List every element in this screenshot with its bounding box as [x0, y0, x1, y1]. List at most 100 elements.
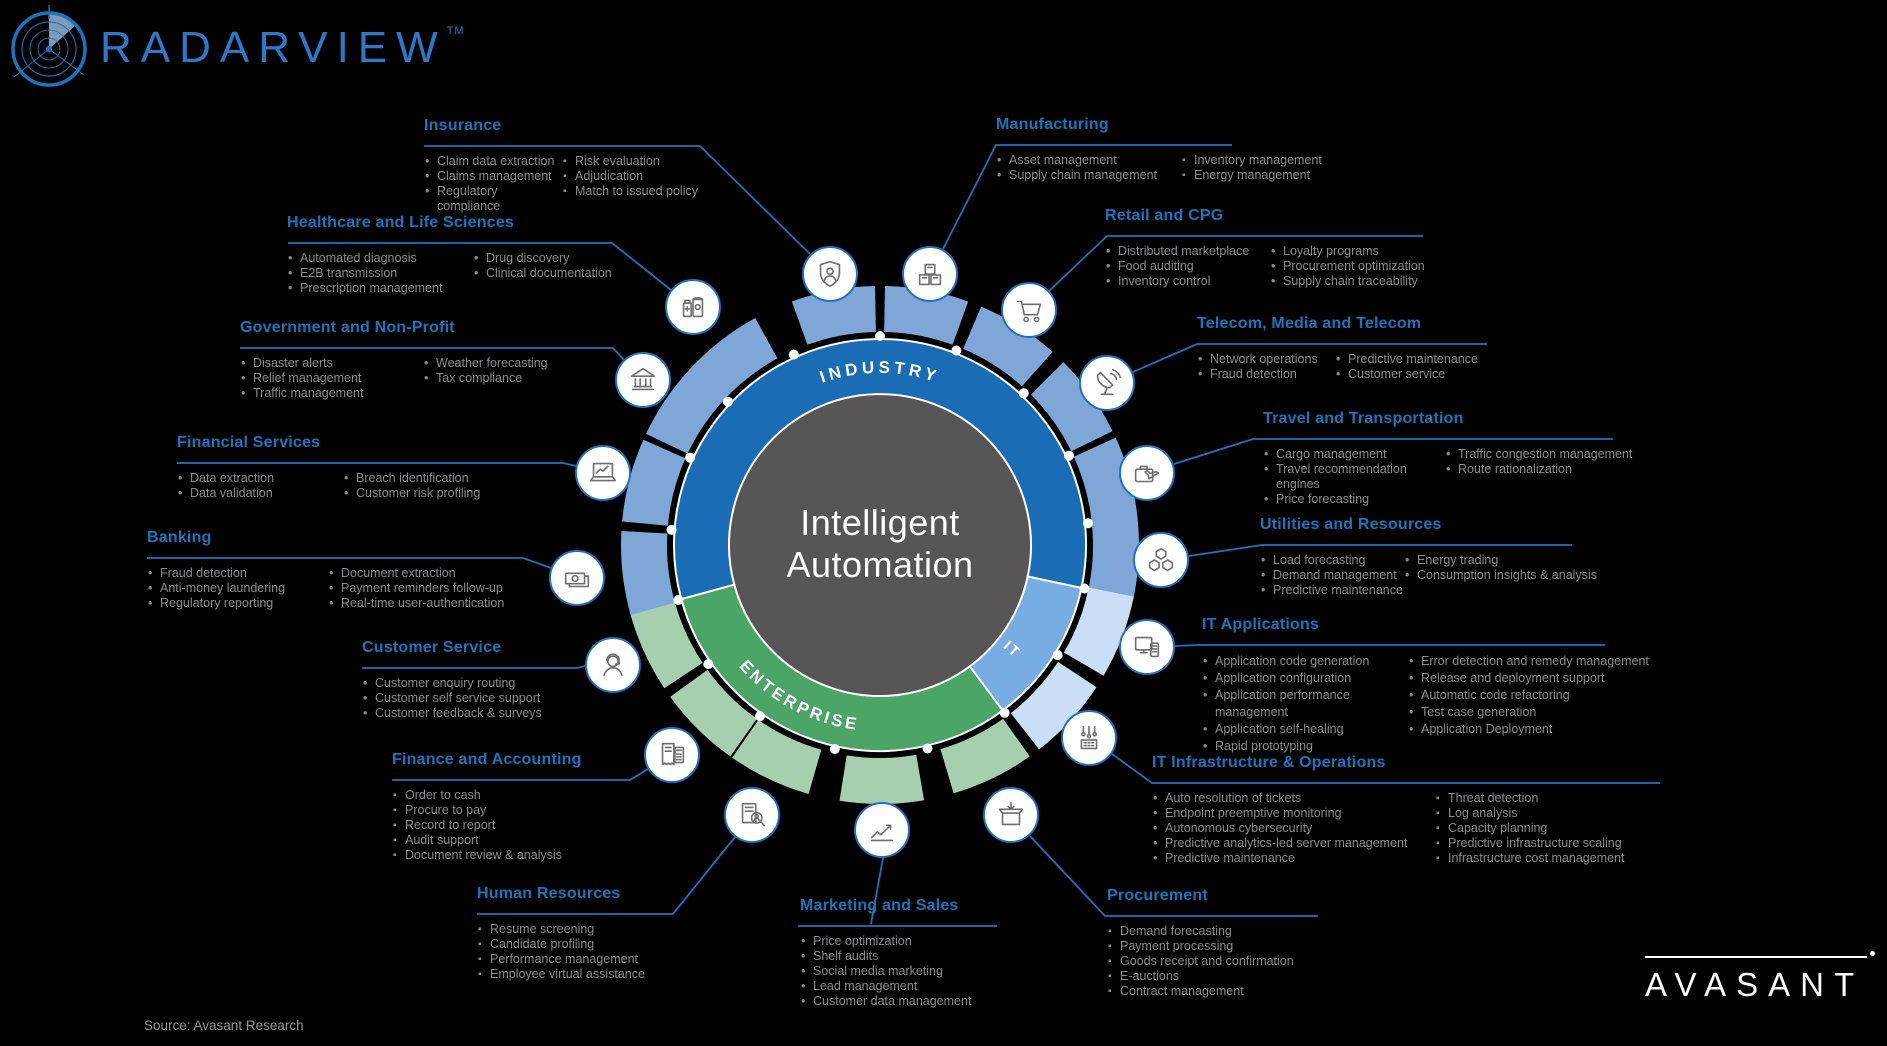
use-case-item: Customer feedback & surveys — [362, 706, 582, 721]
government-icon — [615, 352, 671, 408]
line-chart-icon — [870, 824, 894, 842]
section-title: Marketing and Sales — [800, 897, 959, 914]
use-case-item: Loyalty programs — [1270, 244, 1450, 259]
segment-divider-dot — [875, 331, 885, 341]
cubes-icon — [1148, 547, 1174, 572]
avasant-logo: AVASANT — [1645, 951, 1875, 1004]
section-marketing-sales: Marketing and Sales Price optimizationSh… — [800, 896, 1030, 1009]
use-case-list: Load forecastingDemand managementPredict… — [1260, 553, 1404, 598]
radarview-logo: RADARVIEWTM — [6, 5, 465, 91]
travel-icon — [1119, 445, 1175, 501]
avasant-logo-dot — [1870, 951, 1875, 956]
wheel-rings — [621, 286, 1139, 804]
use-case-list: Resume screeningCandidate profilingPerfo… — [477, 922, 707, 982]
satellite-dish-icon — [1096, 368, 1122, 396]
use-case-list: Demand forecastingPayment processingGood… — [1107, 924, 1337, 999]
use-case-list: Price optimizationShelf auditsSocial med… — [800, 934, 1030, 1009]
use-case-list: Inventory managementEnergy management — [1181, 153, 1371, 183]
use-case-list: Order to cashProcure to payRecord to rep… — [392, 788, 612, 863]
use-case-item: Adjudication — [562, 169, 732, 184]
use-case-list: Data extractionData validation — [177, 471, 343, 501]
use-case-list: Traffic congestion managementRoute ratio… — [1445, 447, 1655, 507]
use-case-item: E-auctions — [1107, 969, 1337, 984]
use-case-item: Data extraction — [177, 471, 343, 486]
telecom-icon — [1079, 355, 1135, 411]
avasant-logo-text: AVASANT — [1645, 966, 1865, 1003]
use-case-item: Disaster alerts — [240, 356, 423, 371]
radar-icon — [11, 5, 87, 87]
section-title: Healthcare and Life Sciences — [287, 214, 515, 231]
use-case-item: Auto resolution of tickets — [1152, 791, 1435, 806]
use-case-list: Drug discoveryClinical documentation — [473, 251, 653, 296]
segment-divider-dot — [722, 396, 733, 407]
section-it-applications: IT Applications Application code generat… — [1202, 615, 1688, 755]
human-resources-icon — [724, 787, 780, 843]
use-case-item: Application performance management — [1202, 687, 1408, 721]
use-case-item: Supply chain management — [996, 168, 1181, 183]
use-case-item: Price optimization — [800, 934, 1030, 949]
medicine-bottles-icon — [682, 297, 704, 318]
use-case-item: Anti-money laundering — [147, 581, 328, 596]
use-case-item: Contract management — [1107, 984, 1337, 999]
use-case-item: Real-time user-authentication — [328, 596, 518, 611]
use-case-list: Cargo managementTravel recommendation en… — [1263, 447, 1445, 507]
use-case-item: Supply chain traceability — [1270, 274, 1450, 289]
use-case-item: Document extraction — [328, 566, 518, 581]
use-case-list: Auto resolution of ticketsEndpoint preem… — [1152, 791, 1435, 866]
section-title: Financial Services — [177, 434, 321, 451]
trademark-symbol: TM — [446, 25, 465, 37]
section-title: IT Applications — [1202, 616, 1320, 633]
use-case-item: Application Deployment — [1408, 721, 1688, 738]
segment-divider-dot — [788, 349, 799, 360]
use-case-list: Weather forecastingTax compliance — [423, 356, 593, 401]
section-finance-accounting: Finance and Accounting Order to cashProc… — [392, 750, 612, 863]
use-case-item: Fraud detection — [147, 566, 328, 581]
use-case-item: Network operations — [1197, 352, 1335, 367]
section-title: Telecom, Media and Telecom — [1197, 315, 1422, 332]
use-case-item: Order to cash — [392, 788, 612, 803]
section-travel: Travel and Transportation Cargo manageme… — [1263, 409, 1655, 507]
use-case-list: Automated diagnosisE2B transmissionPresc… — [287, 251, 473, 296]
use-case-item: Candidate profiling — [477, 937, 707, 952]
bank-building-icon — [630, 367, 656, 391]
airplane-suitcase-icon — [1134, 465, 1160, 483]
use-case-item: Travel recommendation engines — [1263, 462, 1445, 492]
use-case-item: Shelf audits — [800, 949, 1030, 964]
use-case-item: Lead management — [800, 979, 1030, 994]
use-case-item: Data validation — [177, 486, 343, 501]
use-case-item: Predictive maintenance — [1152, 851, 1435, 866]
use-case-item: Procurement optimization — [1270, 259, 1450, 274]
use-case-list: Document extractionPayment reminders fol… — [328, 566, 518, 611]
use-case-item: Relief management — [240, 371, 423, 386]
use-case-item: Predictive infrastructure scaling — [1435, 836, 1715, 851]
use-case-item: Asset management — [996, 153, 1181, 168]
section-it-infrastructure: IT Infrastructure & Operations Auto reso… — [1152, 753, 1715, 866]
use-case-list: Fraud detectionAnti-money launderingRegu… — [147, 566, 328, 611]
use-case-item: Application configuration — [1202, 670, 1408, 687]
use-case-list: Loyalty programsProcurement optimization… — [1270, 244, 1450, 289]
section-title: IT Infrastructure & Operations — [1152, 754, 1386, 771]
segment-divider-dot — [922, 743, 933, 754]
segment-divider-dot — [1064, 450, 1074, 461]
segment-divider-dot — [703, 659, 714, 670]
shield-person-icon — [819, 260, 841, 288]
use-case-item: Distributed marketplace — [1105, 244, 1270, 259]
use-case-item: Payment processing — [1107, 939, 1337, 954]
segment-divider-dot — [755, 711, 765, 722]
segment-divider-dot — [1082, 518, 1093, 529]
use-case-item: Customer self service support — [362, 691, 582, 706]
use-case-list: Distributed marketplaceFood auditingInve… — [1105, 244, 1270, 289]
section-healthcare: Healthcare and Life Sciences Automated d… — [287, 213, 653, 296]
section-banking: Banking Fraud detectionAnti-money launde… — [147, 528, 518, 611]
use-case-list: Predictive maintenanceCustomer service — [1335, 352, 1515, 382]
use-case-item: Load forecasting — [1260, 553, 1404, 568]
use-case-item: Consumption insights & analysis — [1404, 568, 1604, 583]
use-case-list: Risk evaluationAdjudicationMatch to issu… — [562, 154, 732, 214]
use-case-item: Food auditing — [1105, 259, 1270, 274]
use-case-item: Infrastructure cost management — [1435, 851, 1715, 866]
avasant-logo-bar — [1645, 951, 1875, 958]
laptop-chart-icon — [589, 462, 617, 482]
use-case-list: Threat detectionLog analysisCapacity pla… — [1435, 791, 1715, 866]
resume-magnifier-icon — [741, 802, 766, 827]
section-title: Customer Service — [362, 639, 502, 656]
